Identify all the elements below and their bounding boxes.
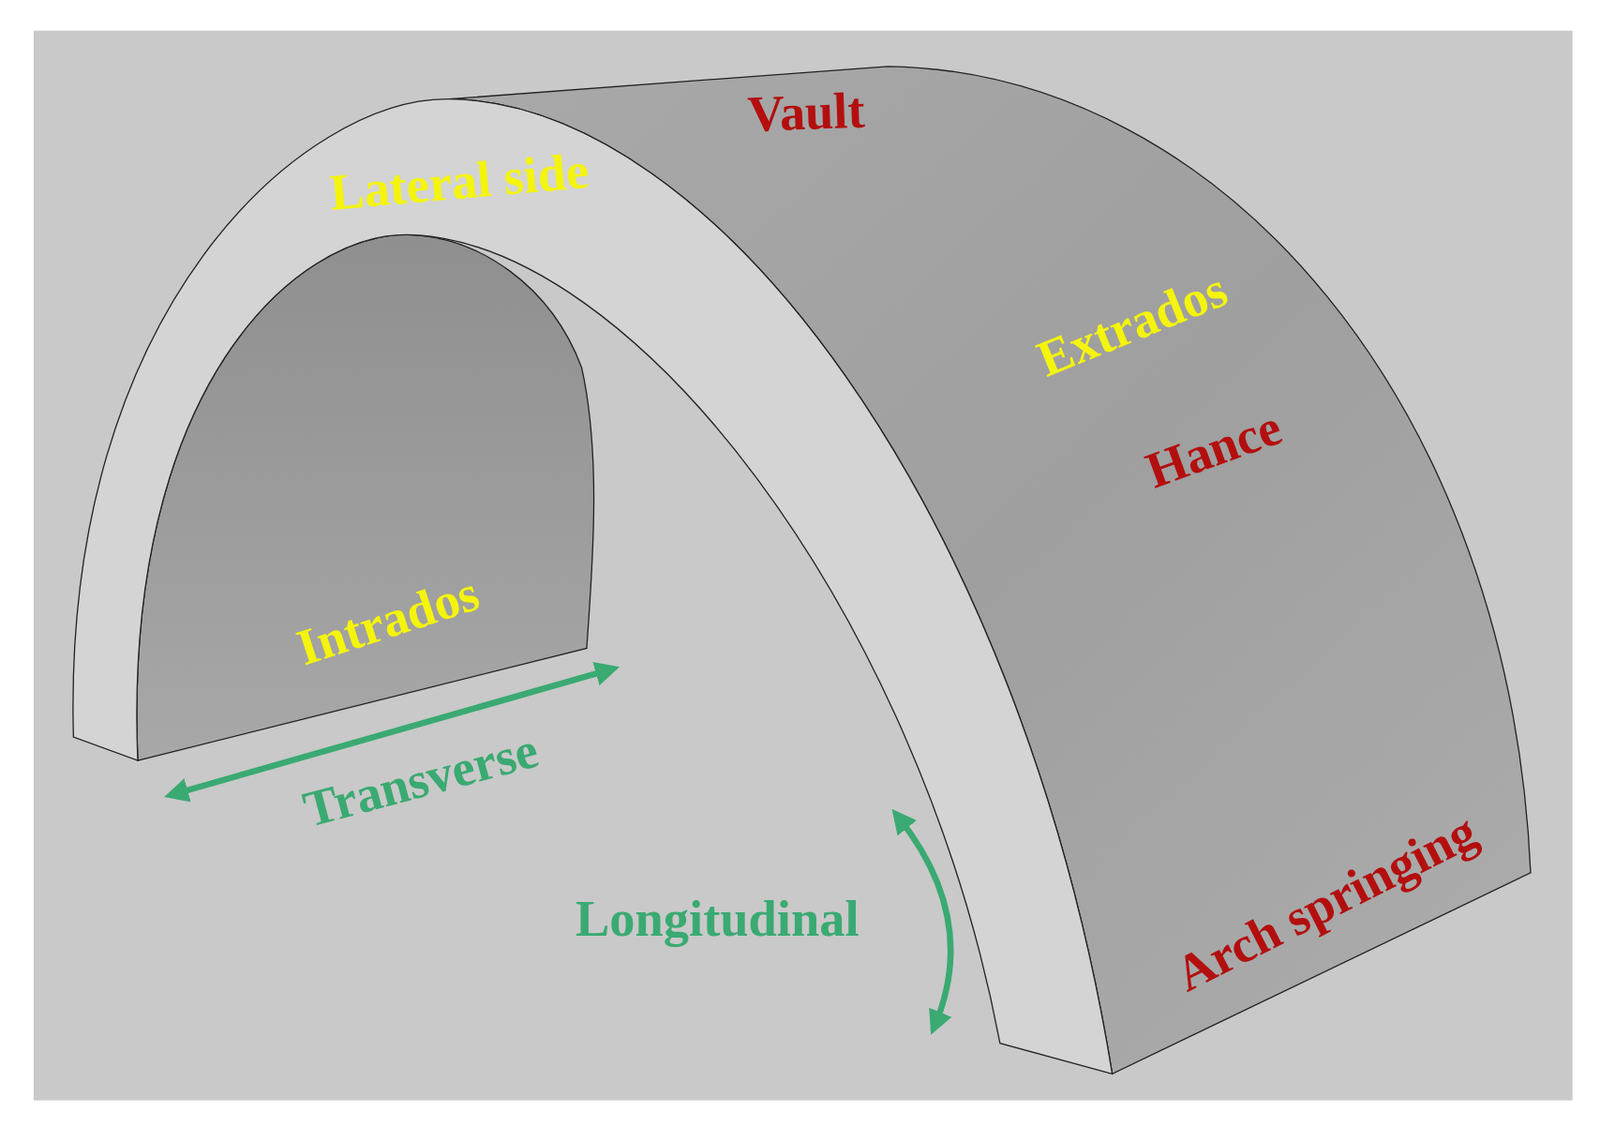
longitudinal-arrow <box>897 816 951 1026</box>
part-label: Vault <box>747 84 867 140</box>
background-panel <box>33 30 1573 1101</box>
direction-label: Longitudinal <box>575 893 859 944</box>
lateral-face <box>73 99 1113 1075</box>
